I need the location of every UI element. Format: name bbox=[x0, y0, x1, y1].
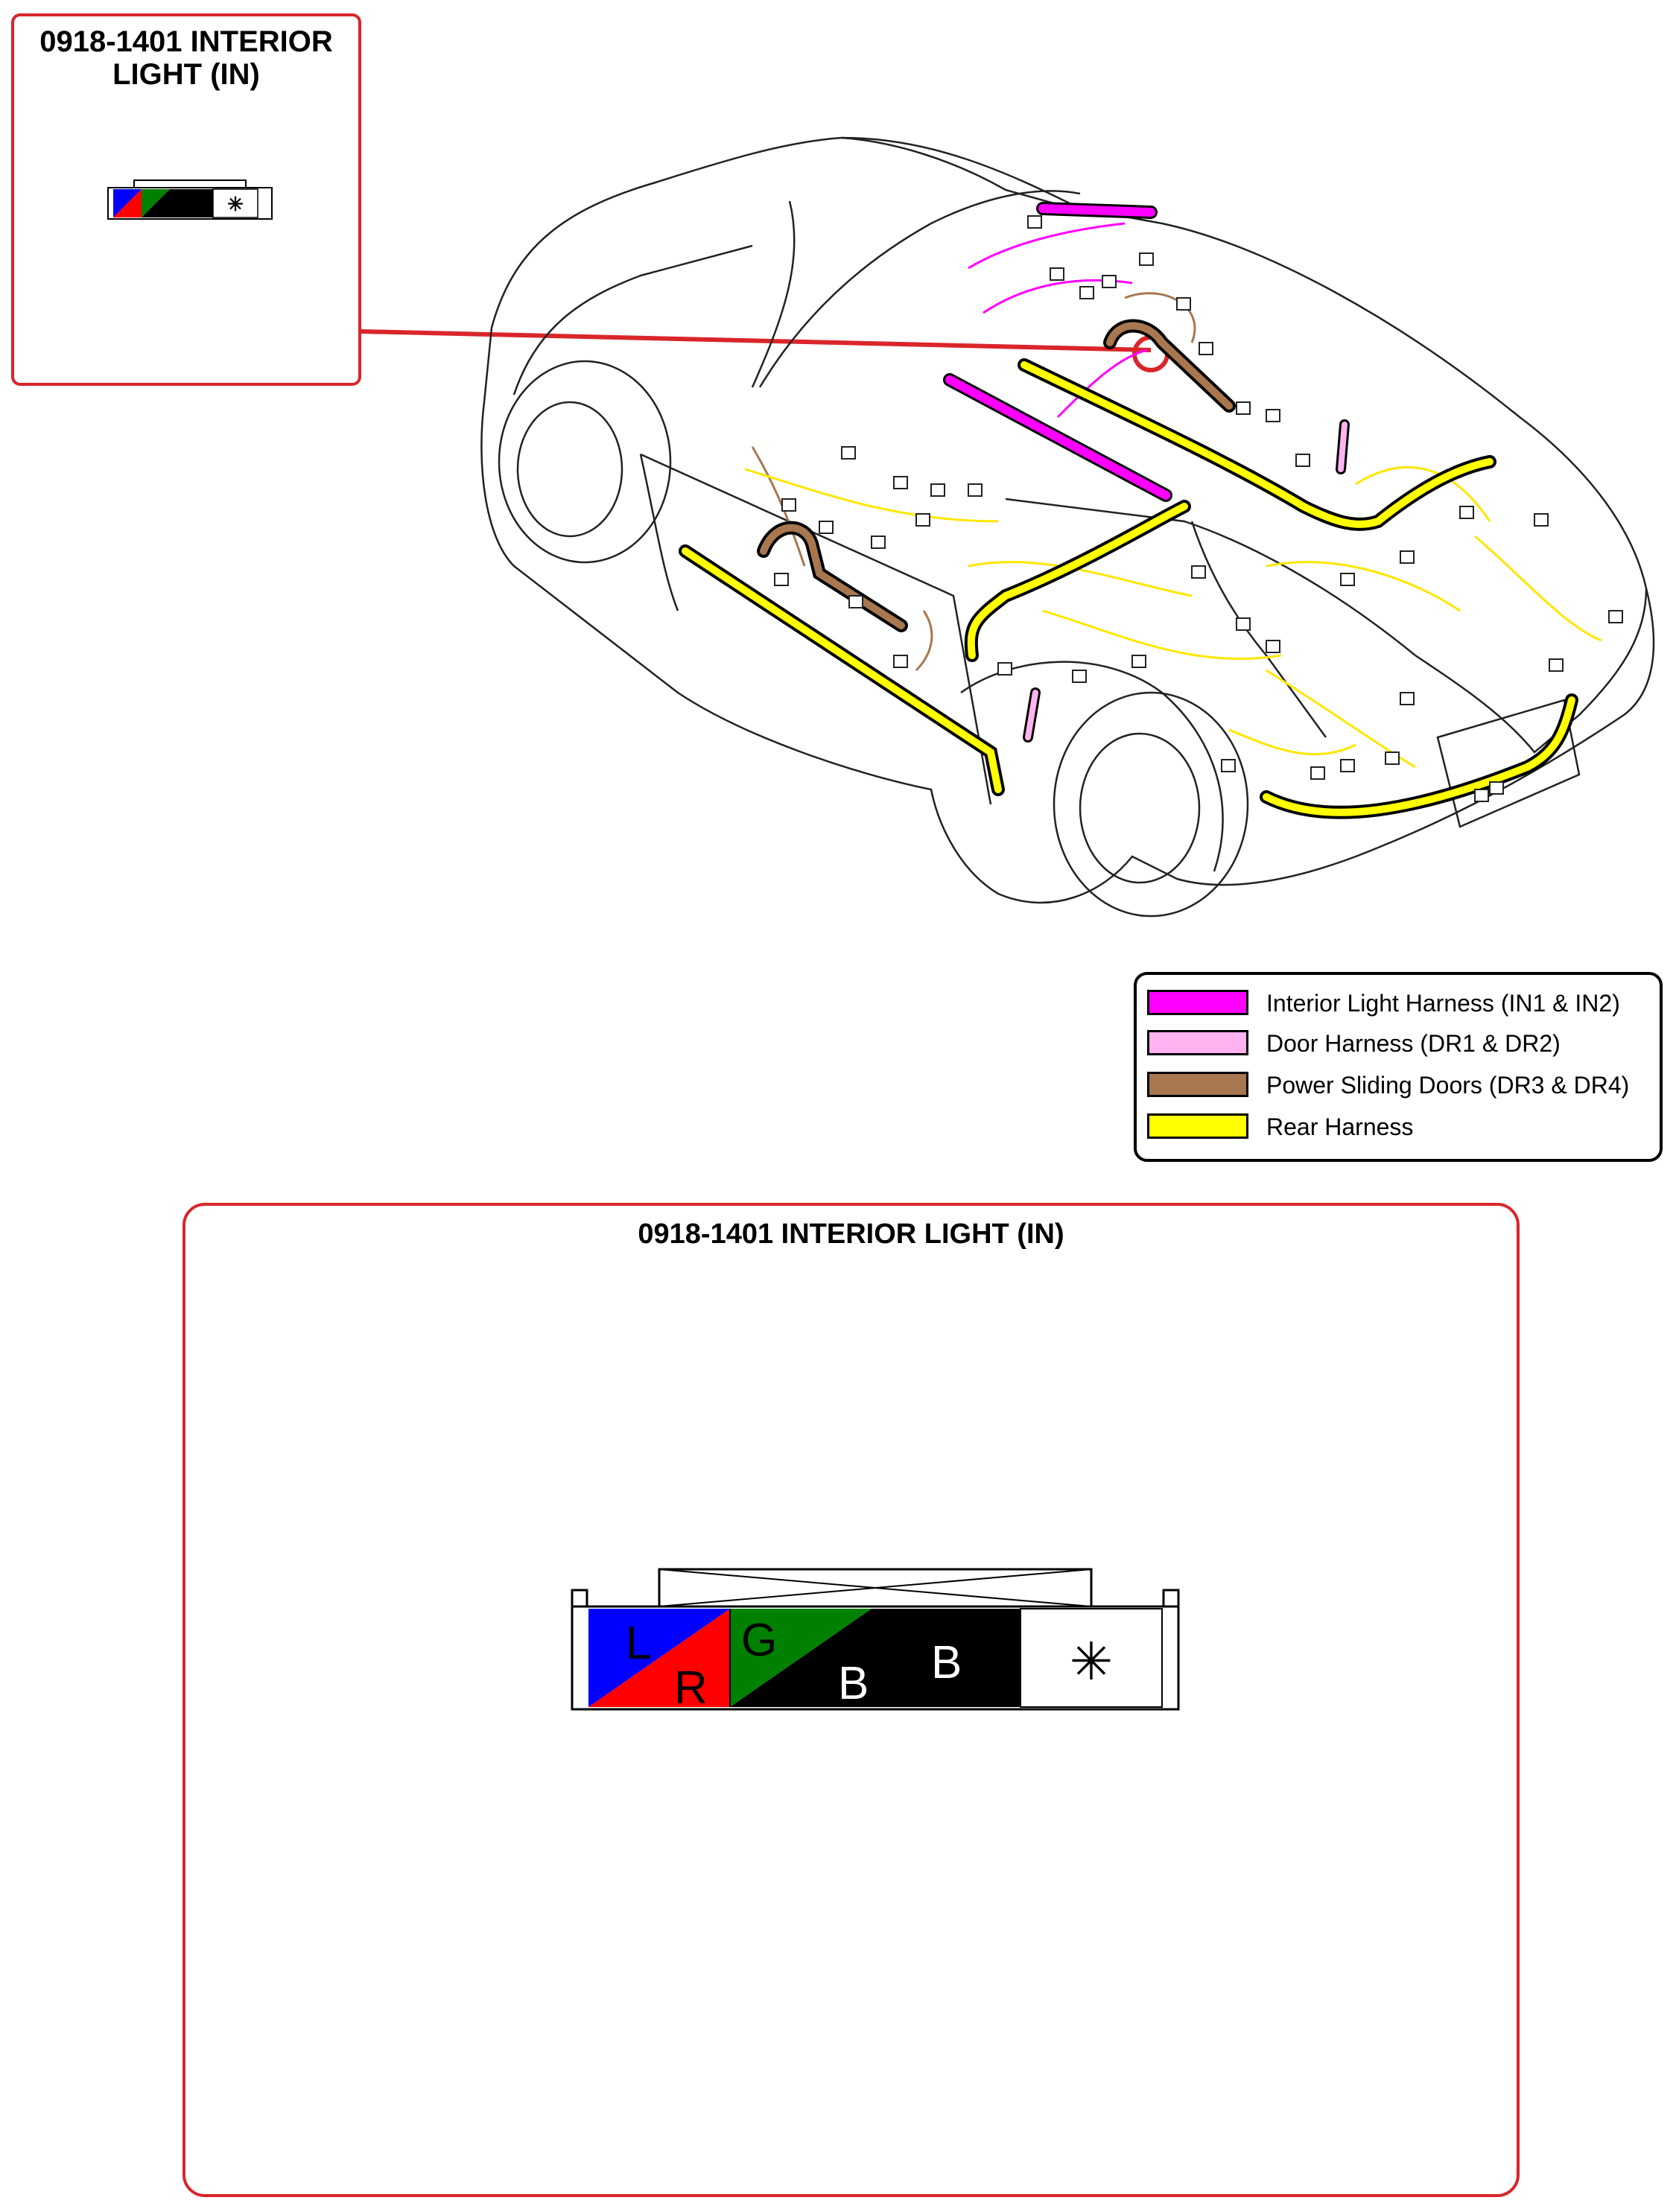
legend-swatch-power-sliding-doors bbox=[1147, 1072, 1248, 1097]
legend-swatch-rear-harness bbox=[1147, 1113, 1248, 1139]
pin-4 bbox=[1020, 1608, 1163, 1708]
legend-label-interior-light: Interior Light Harness (IN1 & IN2) bbox=[1266, 990, 1620, 1017]
pin-4-label-small: ✳ bbox=[227, 193, 244, 215]
pin-1-bottom-label: R bbox=[674, 1662, 708, 1714]
legend-label-power-sliding-doors: Power Sliding Doors (DR3 & DR4) bbox=[1266, 1072, 1630, 1099]
pin-1-bottom bbox=[588, 1609, 730, 1707]
legend-swatch-door bbox=[1147, 1030, 1248, 1055]
connector-blocks bbox=[774, 215, 1623, 802]
front-wheel bbox=[498, 360, 672, 564]
pin-2-bottom bbox=[730, 1609, 872, 1707]
harness-thin-wiring bbox=[744, 222, 1602, 769]
callout-line bbox=[361, 329, 1152, 352]
harness-legend: Interior Light Harness (IN1 & IN2) Door … bbox=[1134, 972, 1663, 1162]
legend-label-door: Door Harness (DR1 & DR2) bbox=[1266, 1030, 1561, 1057]
pin-3-label: B bbox=[931, 1637, 962, 1688]
pin-4-label: ✳ bbox=[1070, 1633, 1114, 1691]
connector-face-large: L R G B B ✳ bbox=[571, 1568, 1180, 1714]
harness-thick-runs bbox=[679, 202, 1578, 819]
interior-light-harness-run bbox=[945, 204, 1170, 500]
legend-swatch-interior-light bbox=[1147, 990, 1248, 1015]
pin-3-small bbox=[170, 189, 213, 217]
pin-1-top-label: L bbox=[626, 1618, 651, 1669]
inset-title: 0918-1401 INTERIOR LIGHT (IN) bbox=[39, 25, 333, 91]
pin-3 bbox=[872, 1609, 1020, 1707]
legend-label-rear-harness: Rear Harness bbox=[1266, 1113, 1414, 1140]
pin-2-bottom-small bbox=[142, 189, 170, 217]
pin-1-bottom-small bbox=[113, 189, 142, 217]
rear-wheel bbox=[1053, 691, 1249, 918]
pin-4-small bbox=[212, 188, 258, 218]
pin-2-top-label: G bbox=[741, 1615, 777, 1666]
pin-2-bottom-label: B bbox=[838, 1658, 869, 1709]
detail-title: 0918-1401 INTERIOR LIGHT (IN) bbox=[638, 1218, 1064, 1250]
car-body-outline bbox=[480, 136, 1655, 904]
connector-face-small: ✳ bbox=[107, 179, 273, 220]
